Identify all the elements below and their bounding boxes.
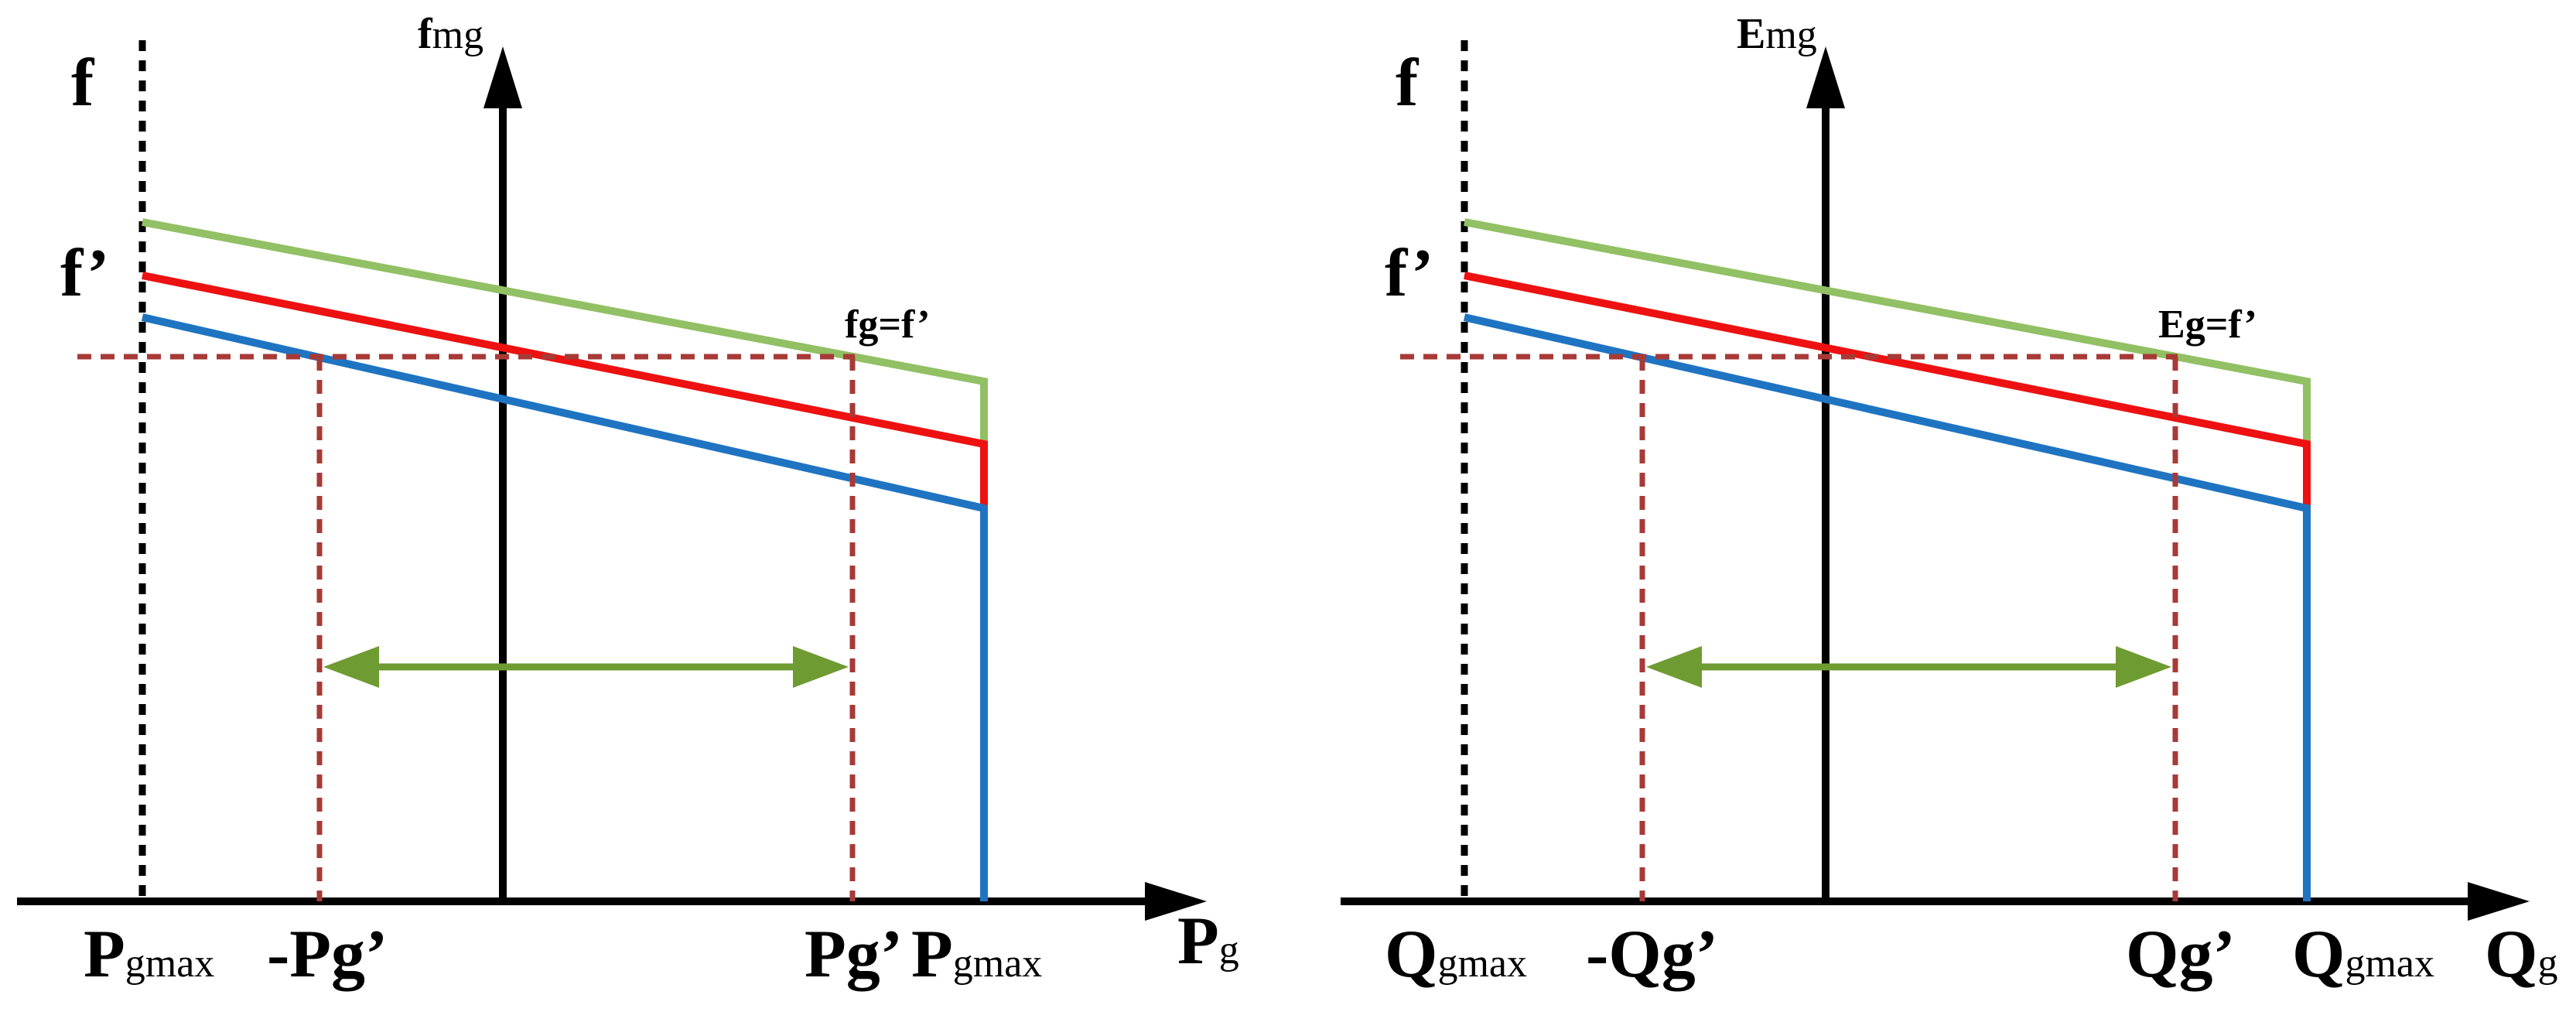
x-axis-label: Pg (1177, 904, 1239, 979)
left-bound-label: Pgmax (84, 917, 214, 992)
frequency-panel: fmg f f’ fg=f’ Pgmax -Pg’ Pg’ Pgmax Pg (17, 10, 1239, 992)
upper-droop-line (142, 218, 988, 444)
x-axis-arrowhead (1145, 882, 1207, 921)
y-axis-label: fmg (418, 10, 483, 58)
level-fprime-label: f’ (1385, 236, 1433, 311)
intersection-label: Eg=f’ (2158, 303, 2257, 347)
right-bound-label: Qgmax (2292, 917, 2434, 992)
lower-droop-line (1463, 313, 2311, 901)
middle-droop-line (142, 272, 988, 508)
pos-point-label: Qg’ (2126, 917, 2236, 992)
range-arrowhead-right (2116, 646, 2171, 688)
voltage-panel: Emg f f’ Eg=f’ Qgmax -Qg’ Qg’ Qgmax Qg (1341, 10, 2557, 992)
y-axis-label: Emg (1737, 10, 1817, 58)
neg-point-label: -Pg’ (267, 917, 388, 992)
range-arrowhead-right (793, 646, 849, 688)
level-f-label: f (71, 46, 95, 121)
y-axis-arrowhead (483, 46, 522, 108)
pos-point-label: Pg’ (805, 917, 903, 992)
left-bound-label: Qgmax (1385, 917, 1527, 992)
y-axis-arrowhead (1806, 46, 1845, 108)
level-fprime-label: f’ (60, 236, 109, 311)
lower-droop-line (141, 313, 988, 901)
upper-droop-line (1464, 218, 2311, 444)
x-axis-label: Qg (2485, 917, 2557, 992)
x-axis-arrowhead (2468, 882, 2530, 921)
intersection-label: fg=f’ (845, 303, 930, 347)
level-f-label: f (1396, 46, 1420, 121)
range-arrowhead-left (1646, 646, 1702, 688)
middle-droop-line (1464, 272, 2311, 508)
right-bound-label: Pgmax (911, 917, 1042, 992)
neg-point-label: -Qg’ (1586, 917, 1718, 992)
range-arrowhead-left (323, 646, 379, 688)
